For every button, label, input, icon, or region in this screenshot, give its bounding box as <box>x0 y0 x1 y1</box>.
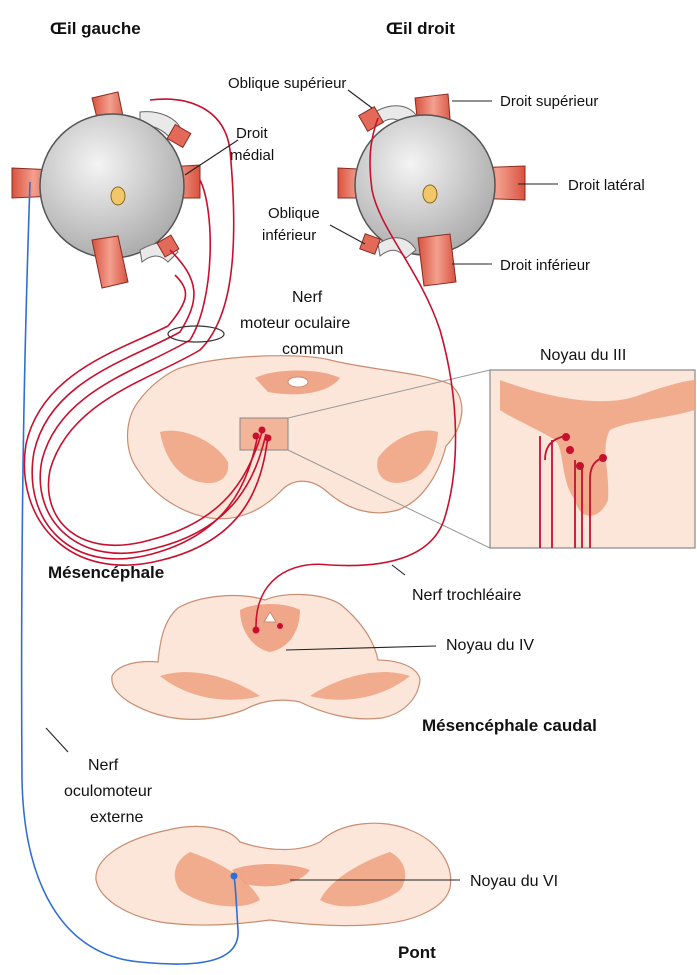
left-pupil <box>111 187 125 205</box>
label-oblique-inferieur-2: inférieur <box>262 227 316 244</box>
label-pont: Pont <box>398 943 436 962</box>
label-nerf-abducens-2: oculomoteur <box>64 783 153 800</box>
label-droit-lateral: Droit latéral <box>568 177 645 194</box>
right-eyeball <box>355 115 495 255</box>
right-eye <box>338 94 525 286</box>
noyau-iii-box <box>240 418 288 450</box>
label-mesencephale: Mésencéphale <box>48 563 164 582</box>
label-oblique-superieur: Oblique supérieur <box>228 75 346 92</box>
label-nerf-abducens-1: Nerf <box>88 757 119 774</box>
label-droit-medial-1: Droit <box>236 125 269 142</box>
pont-section <box>96 823 451 925</box>
mesencephale-caudal-section <box>112 594 420 719</box>
noyau-iii-inset <box>490 370 695 548</box>
label-nerf-moteur-3: commun <box>282 341 343 358</box>
label-droit-inferieur: Droit inférieur <box>500 257 590 274</box>
label-nerf-abducens-3: externe <box>90 809 143 826</box>
right-inferior-rectus <box>418 234 456 286</box>
label-nerf-moteur-1: Nerf <box>292 289 323 306</box>
label-noyau-iv: Noyau du IV <box>446 637 534 654</box>
left-eye-title: Œil gauche <box>50 19 141 38</box>
mesencephale-section <box>128 356 491 548</box>
label-mesencephale-caudal: Mésencéphale caudal <box>422 716 597 735</box>
label-noyau-iii: Noyau du III <box>540 347 626 364</box>
label-nerf-moteur-2: moteur oculaire <box>240 315 350 332</box>
right-eye-title: Œil droit <box>386 19 455 38</box>
label-droit-superieur: Droit supérieur <box>500 93 598 110</box>
left-eye <box>12 92 200 288</box>
label-nerf-trochleaire: Nerf trochléaire <box>412 587 521 604</box>
label-noyau-vi: Noyau du VI <box>470 873 558 890</box>
label-oblique-inferieur-1: Oblique <box>268 205 320 222</box>
right-pupil <box>423 185 437 203</box>
left-eyeball <box>40 114 184 258</box>
label-droit-medial-2: médial <box>230 147 274 164</box>
